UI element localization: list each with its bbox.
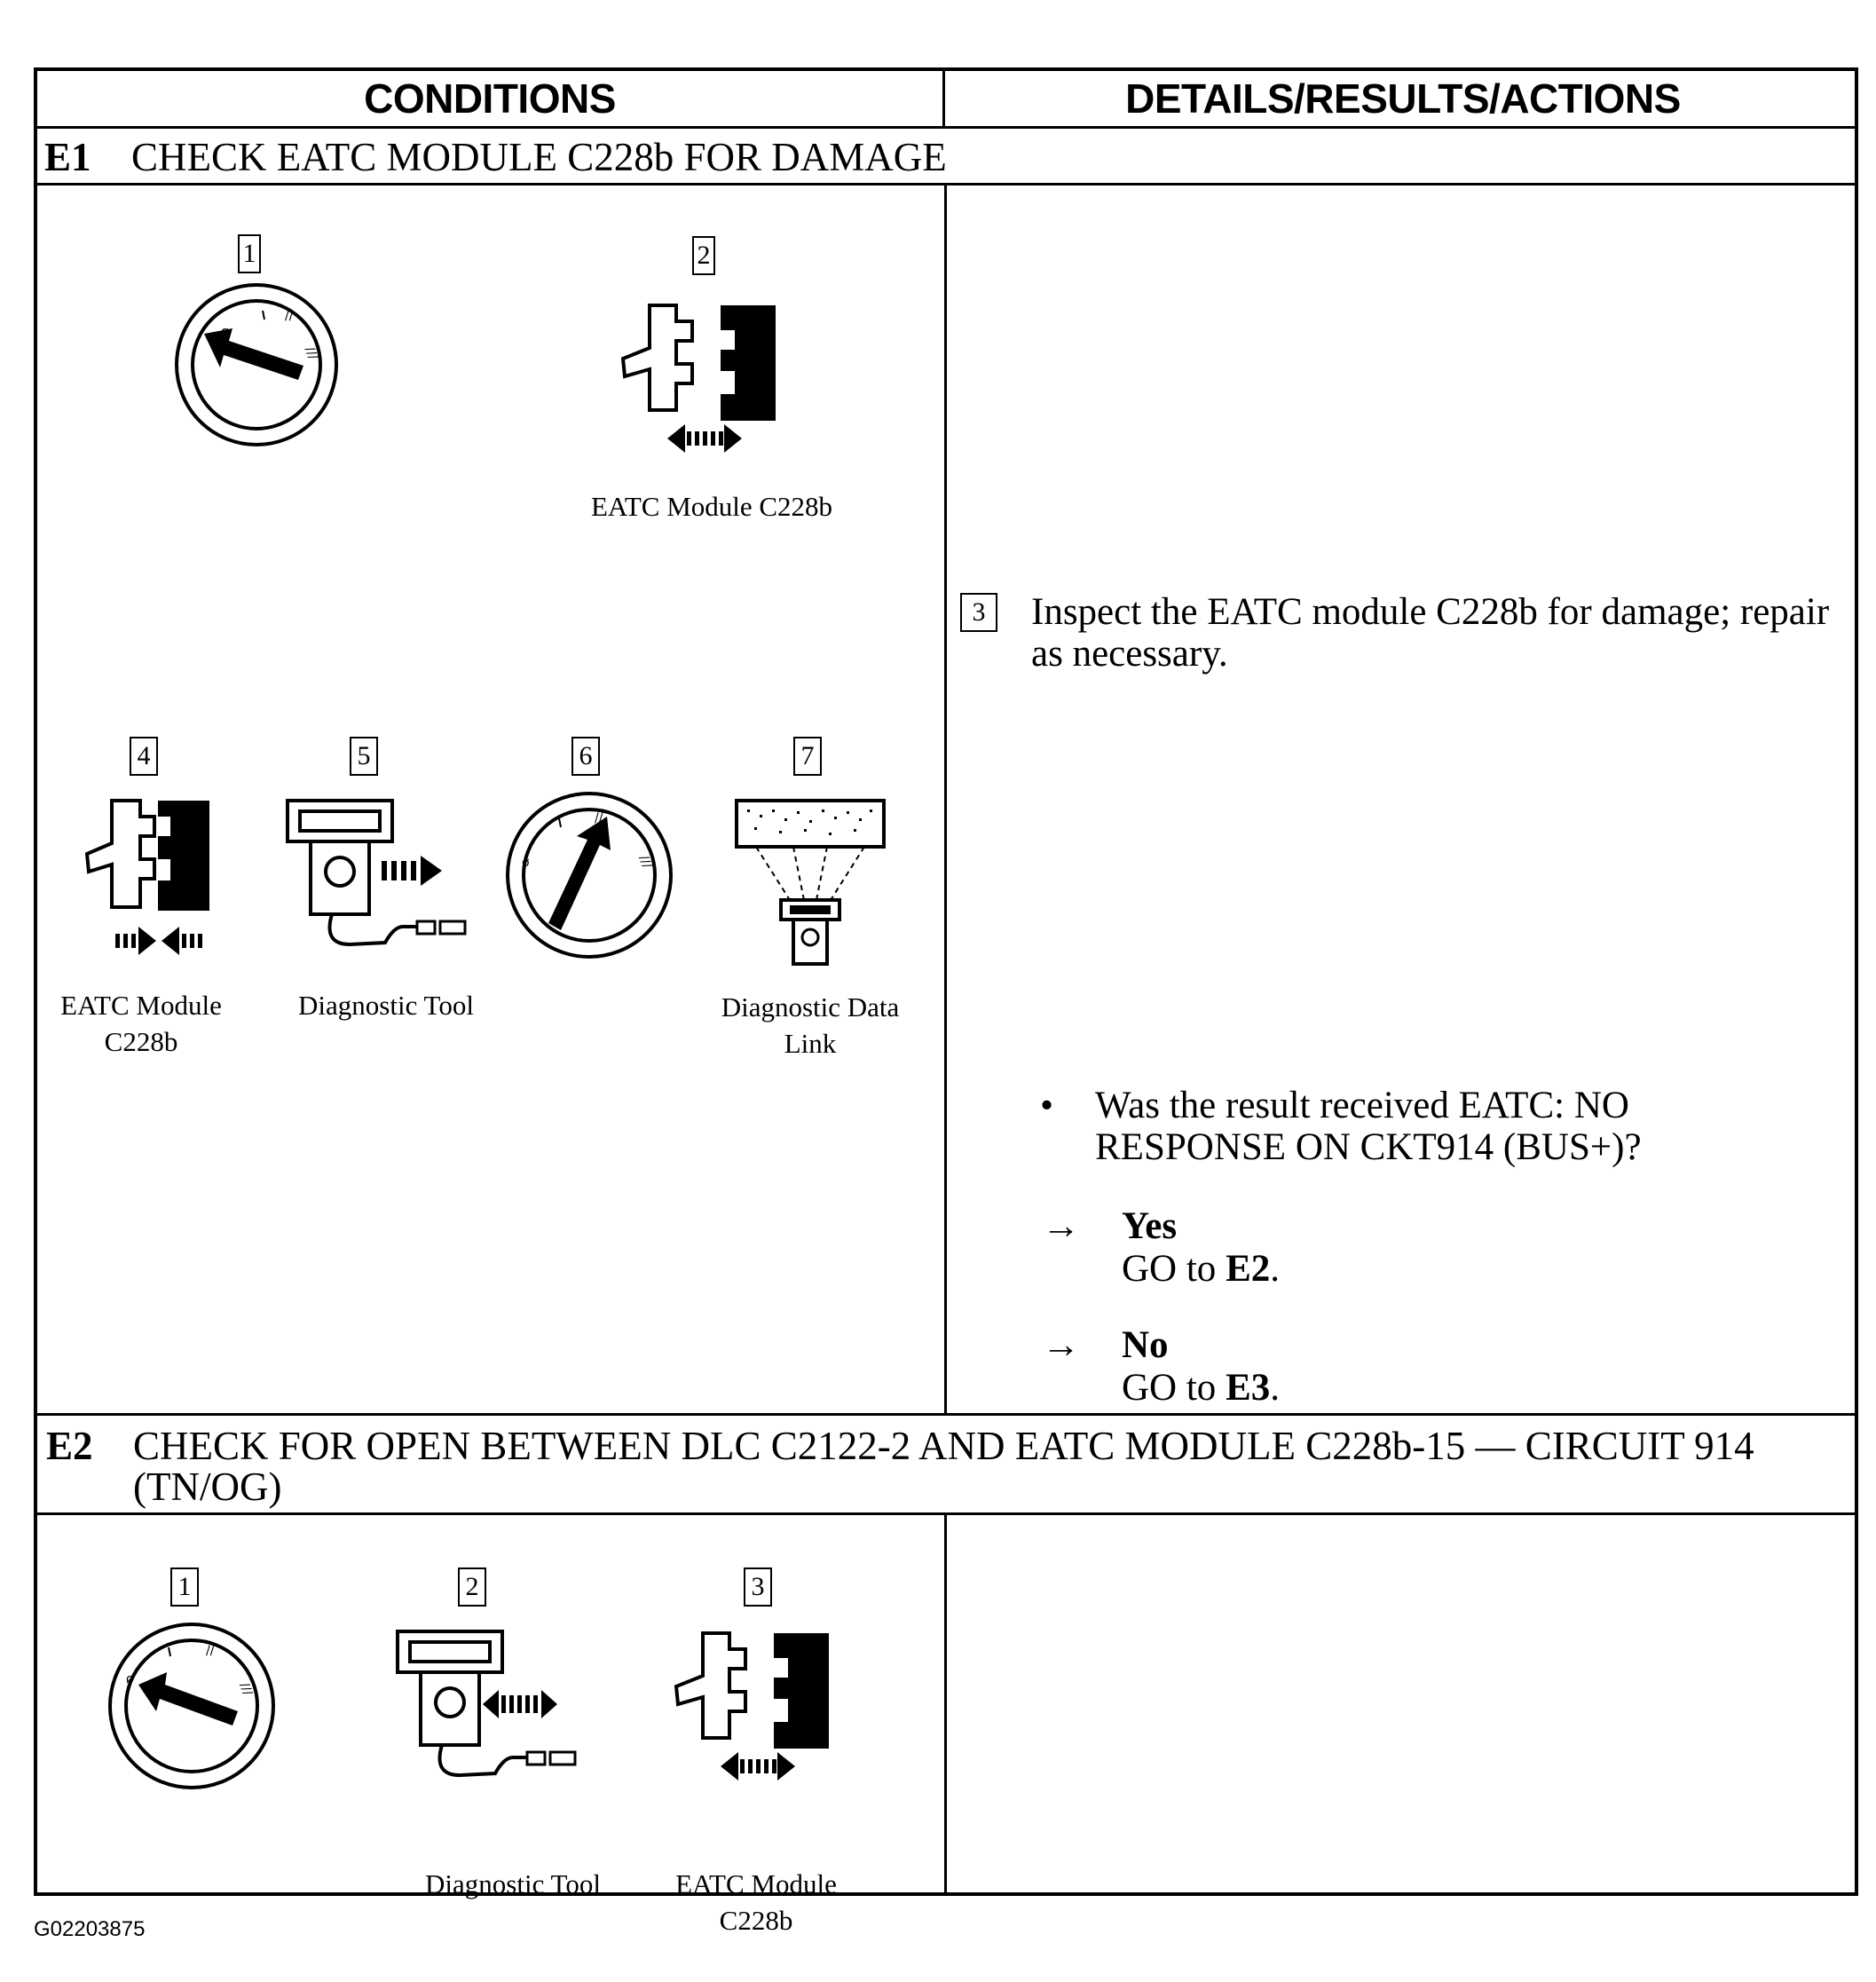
ignition-switch-off-icon: ø // /// xyxy=(175,283,338,446)
e1-yes-arrow: → xyxy=(1042,1205,1080,1247)
e1-yes-action: GO to E2. xyxy=(1122,1248,1280,1290)
e1-figure-1-number: 1 xyxy=(238,234,261,273)
header-divider xyxy=(942,71,945,126)
connector-disconnect-icon xyxy=(674,1631,829,1781)
diagnostic-data-link-icon xyxy=(735,799,886,966)
e1-no-action-prefix: GO to xyxy=(1122,1367,1226,1409)
e1-yes-target: E2 xyxy=(1226,1248,1271,1290)
e1-step-3-number: 3 xyxy=(960,593,997,632)
e1-yes-action-prefix: GO to xyxy=(1122,1248,1226,1290)
e2-step-id: E2 xyxy=(46,1424,93,1468)
e1-no-period: . xyxy=(1270,1367,1280,1409)
e2-step-text: CHECK FOR OPEN BETWEEN DLC C2122-2 AND E… xyxy=(133,1424,1754,1509)
e1-no-action: GO to E3. xyxy=(1122,1367,1280,1409)
diagnostic-tool-disconnect-icon xyxy=(396,1630,577,1778)
e1-yes-label: Yes xyxy=(1122,1205,1178,1247)
e1-step-text: CHECK EATC MODULE C228b FOR DAMAGE xyxy=(131,135,947,179)
e1-no-label: No xyxy=(1122,1324,1169,1366)
e1-figure-5-caption: Diagnostic Tool xyxy=(298,990,474,1021)
e1-figure-2-caption: EATC Module C228b xyxy=(590,491,833,522)
e2-figure-2-number: 2 xyxy=(458,1567,486,1607)
e2-figure-2-caption: Diagnostic Tool xyxy=(425,1868,601,1899)
svg-text:///: /// xyxy=(636,854,654,871)
diagnostic-tool-connect-icon xyxy=(286,799,467,947)
e1-figure-5-number: 5 xyxy=(350,737,378,776)
svg-text://: // xyxy=(595,811,603,825)
connector-disconnect-icon xyxy=(620,304,776,453)
details-header: DETAILS/RESULTS/ACTIONS xyxy=(1125,75,1681,122)
e1-no-arrow: → xyxy=(1042,1324,1080,1366)
header-rule xyxy=(37,126,1855,129)
e1-figure-4-number: 4 xyxy=(130,737,158,776)
ignition-switch-run-icon: ø // /// xyxy=(506,792,673,959)
e1-figure-7-caption: Diagnostic Data Link xyxy=(721,991,900,1059)
e1-yes-period: . xyxy=(1270,1248,1280,1290)
e1-question-text: Was the result received EATC: NO RESPONS… xyxy=(1095,1085,1642,1168)
svg-text:ø: ø xyxy=(522,856,530,870)
ignition-switch-off-icon: ø // /// xyxy=(108,1623,275,1789)
e1-step-3-instruction: Inspect the EATC module C228b for damage… xyxy=(1031,591,1830,675)
e1-figure-4-caption: EATC Module C228b xyxy=(60,990,222,1057)
e1-column-divider xyxy=(944,183,947,1413)
e2-figure-1-number: 1 xyxy=(170,1567,199,1607)
connector-connect-icon xyxy=(84,799,209,955)
e1-bottom-rule xyxy=(37,1413,1855,1416)
e1-no-target: E3 xyxy=(1226,1367,1271,1409)
conditions-header: CONDITIONS xyxy=(364,75,616,122)
svg-text://: // xyxy=(206,1644,215,1658)
e2-column-divider xyxy=(944,1512,947,1896)
e1-figure-2-number: 2 xyxy=(692,236,715,275)
e1-figure-7-number: 7 xyxy=(793,737,822,776)
e2-figure-3-caption: EATC Module C228b xyxy=(675,1868,837,1936)
e1-figure-6-number: 6 xyxy=(571,737,600,776)
svg-text:///: /// xyxy=(303,345,320,362)
e2-figure-3-number: 3 xyxy=(744,1567,772,1607)
svg-text:///: /// xyxy=(237,1681,255,1698)
svg-text://: // xyxy=(285,309,294,323)
svg-text:ø: ø xyxy=(126,1672,134,1686)
figure-id: G02203875 xyxy=(34,1917,146,1941)
diagnostic-table: CONDITIONS DETAILS/RESULTS/ACTIONS E1 CH… xyxy=(34,67,1858,1936)
e1-step-id: E1 xyxy=(44,135,91,179)
e1-question-bullet: • xyxy=(1040,1085,1054,1126)
